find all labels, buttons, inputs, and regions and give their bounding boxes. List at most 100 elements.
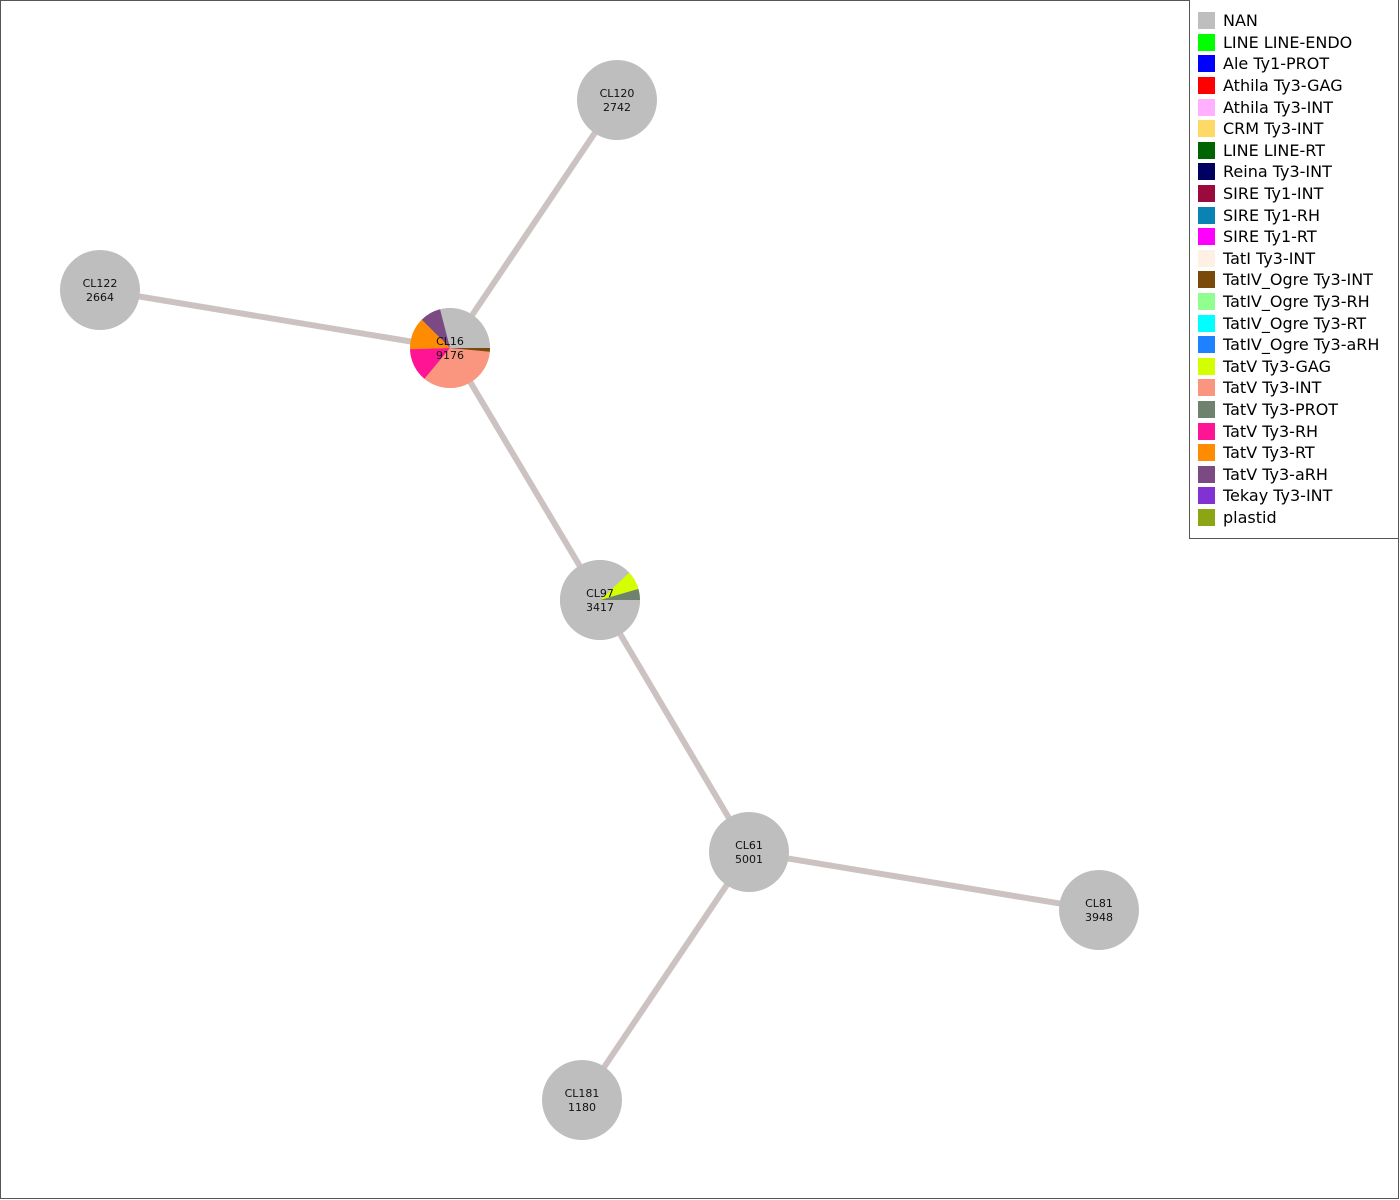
pie-slice [560, 560, 640, 641]
legend-swatch [1198, 422, 1215, 440]
legend-item: TatV Ty3-INT [1198, 377, 1398, 399]
legend-item: NAN [1198, 10, 1398, 32]
legend-swatch [1198, 508, 1215, 526]
pie-slice [410, 319, 450, 350]
legend-label: Ale Ty1-PROT [1223, 54, 1330, 74]
legend-swatch [1198, 98, 1215, 116]
legend-swatch [1198, 12, 1215, 30]
edges-layer [99, 98, 1100, 1102]
legend-item: Athila Ty3-INT [1198, 96, 1398, 118]
legend-item: TatI Ty3-INT [1198, 248, 1398, 270]
legend-label: TatV Ty3-RH [1223, 421, 1319, 441]
legend-swatch [1198, 206, 1215, 224]
legend-swatch [1198, 141, 1215, 159]
legend-item: TatIV_Ogre Ty3-aRH [1198, 334, 1398, 356]
node-size-label: 3948 [1085, 911, 1113, 924]
node-circle [577, 60, 657, 140]
legend-swatch [1198, 400, 1215, 418]
legend-label: NAN [1223, 11, 1258, 31]
legend-label: TatI Ty3-INT [1223, 248, 1316, 268]
node-size-label: 2664 [86, 291, 114, 304]
node-id-label: CL120 [600, 87, 635, 100]
legend-label: SIRE Ty1-RT [1223, 227, 1317, 247]
node-id-label: CL61 [735, 839, 763, 852]
legend-item: TatIV_Ogre Ty3-RH [1198, 291, 1398, 313]
legend-swatch [1198, 465, 1215, 483]
node-id-label: CL97 [586, 587, 614, 600]
legend-item: TatV Ty3-RH [1198, 420, 1398, 442]
legend-swatch [1198, 487, 1215, 505]
legend-item: TatIV_Ogre Ty3-RT [1198, 312, 1398, 334]
legend-swatch [1198, 163, 1215, 181]
legend-label: TatIV_Ogre Ty3-aRH [1223, 335, 1380, 355]
legend-label: TatIV_Ogre Ty3-RT [1223, 313, 1367, 333]
edge-cl97-cl61 [597, 598, 752, 854]
legend-item: Tekay Ty3-INT [1198, 485, 1398, 507]
legend-swatch [1198, 249, 1215, 267]
legend-swatch [1198, 120, 1215, 138]
edge-cl61-cl181 [579, 850, 752, 1102]
pie-slice [600, 588, 640, 600]
legend-item: plastid [1198, 507, 1398, 529]
node-size-label: 2742 [603, 101, 631, 114]
nodes-layer: CL1202742CL1222664CL169176CL973417CL6150… [60, 60, 1139, 1140]
legend-label: TatV Ty3-PROT [1223, 399, 1339, 419]
node-circle [60, 250, 140, 330]
legend-label: TatV Ty3-GAG [1223, 356, 1331, 376]
legend-label: LINE LINE-ENDO [1223, 32, 1353, 52]
legend-item: SIRE Ty1-RT [1198, 226, 1398, 248]
legend-label: LINE LINE-RT [1223, 140, 1326, 160]
node-circle [1059, 870, 1139, 950]
legend-swatch [1198, 357, 1215, 375]
legend-item: Reina Ty3-INT [1198, 161, 1398, 183]
legend-label: Athila Ty3-INT [1223, 97, 1334, 117]
legend-item: SIRE Ty1-RH [1198, 204, 1398, 226]
node-size-label: 9176 [436, 349, 464, 362]
legend-swatch [1198, 336, 1215, 354]
node-circle [542, 1060, 622, 1140]
edge-cl16-cl120 [447, 98, 620, 350]
pie-slice [600, 572, 639, 600]
legend-swatch [1198, 271, 1215, 289]
legend-label: TatV Ty3-INT [1223, 378, 1322, 398]
legend-swatch [1198, 444, 1215, 462]
pie-slice [424, 348, 490, 388]
pie-slice [421, 309, 450, 348]
legend-item: TatV Ty3-aRH [1198, 463, 1398, 485]
pie-slice [450, 348, 490, 352]
pie-slice [410, 348, 450, 379]
node-id-label: CL16 [436, 335, 464, 348]
legend-label: CRM Ty3-INT [1223, 119, 1324, 139]
legend-item: TatV Ty3-PROT [1198, 399, 1398, 421]
legend-label: Athila Ty3-GAG [1223, 76, 1343, 96]
legend-label: SIRE Ty1-RH [1223, 205, 1321, 225]
legend-label: Tekay Ty3-INT [1223, 486, 1333, 506]
legend-label: Reina Ty3-INT [1223, 162, 1332, 182]
node-size-label: 5001 [735, 853, 763, 866]
legend-item: LINE LINE-ENDO [1198, 32, 1398, 54]
legend-label: SIRE Ty1-INT [1223, 184, 1324, 204]
legend-item: TatV Ty3-RT [1198, 442, 1398, 464]
legend-swatch [1198, 77, 1215, 95]
legend-label: TatIV_Ogre Ty3-INT [1223, 270, 1373, 290]
legend-label: TatV Ty3-aRH [1223, 464, 1328, 484]
legend-label: TatV Ty3-RT [1223, 443, 1315, 463]
node-size-label: 3417 [586, 601, 614, 614]
legend-item: CRM Ty3-INT [1198, 118, 1398, 140]
legend-label: TatIV_Ogre Ty3-RH [1223, 292, 1370, 312]
legend-item: TatV Ty3-GAG [1198, 356, 1398, 378]
legend-item: LINE LINE-RT [1198, 140, 1398, 162]
legend-swatch [1198, 185, 1215, 203]
edge-cl16-cl97 [447, 346, 603, 602]
legend-item: Ale Ty1-PROT [1198, 53, 1398, 75]
legend-swatch [1198, 379, 1215, 397]
